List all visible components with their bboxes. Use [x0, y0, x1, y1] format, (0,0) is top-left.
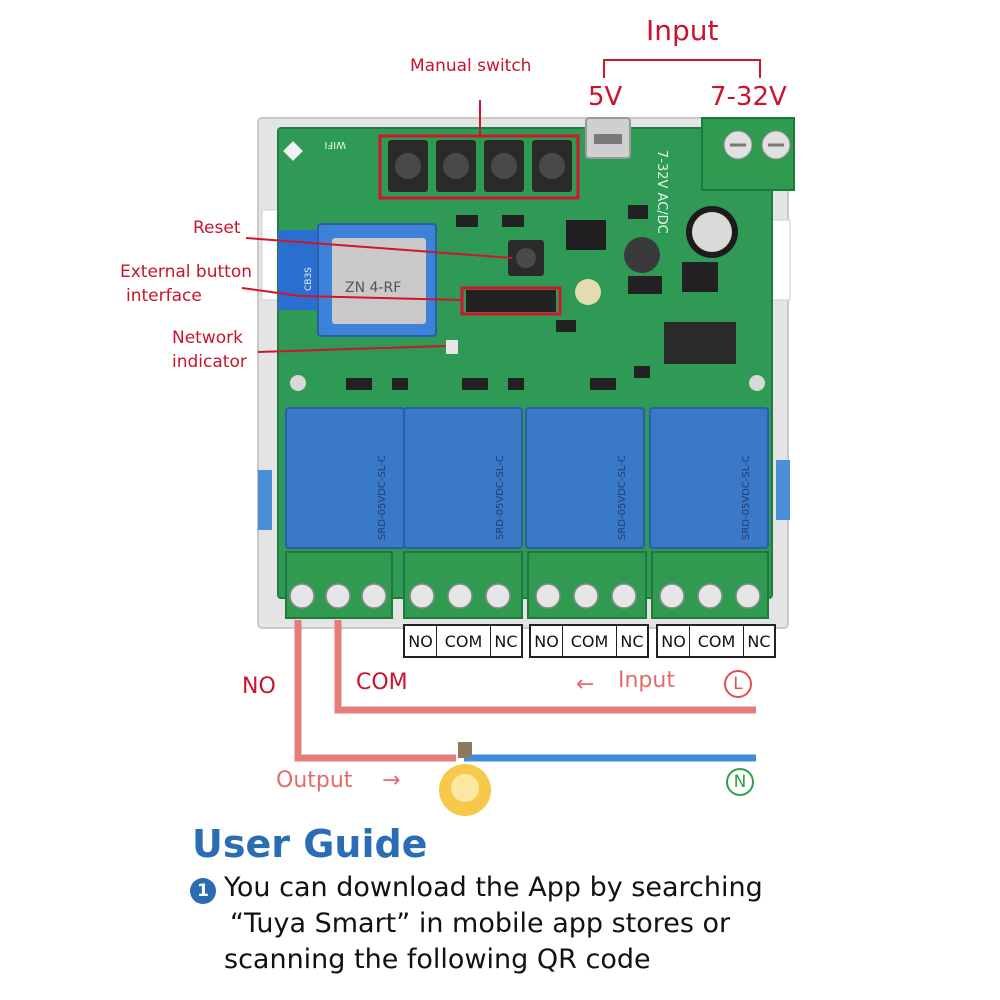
step-number-badge: 1: [190, 878, 216, 904]
relay-text: SRD-05VDC-SL-C: [377, 455, 388, 540]
nc-label: NC: [620, 631, 644, 651]
neutral-symbol-icon: N: [726, 768, 754, 796]
network-led: [446, 340, 458, 354]
relay-text: SRD-05VDC-SL-C: [741, 455, 752, 540]
input-arrow-icon: ←: [576, 672, 595, 697]
input-7-32v-label: 7-32V: [710, 82, 787, 112]
output-arrow-icon: →: [382, 768, 401, 793]
wiring: [294, 620, 756, 762]
user-guide-title: User Guide: [192, 822, 428, 866]
external-button-label-2: interface: [126, 286, 202, 306]
output-terminals: [285, 551, 769, 619]
relays: [285, 407, 769, 549]
no-label: NO: [405, 626, 437, 656]
terminal-labels-relay-4: NO COM NC: [656, 624, 776, 658]
wire-output-label: Output: [276, 768, 353, 793]
wire-input-label: Input: [618, 668, 675, 693]
manual-switch-buttons: [388, 140, 572, 192]
no-wire: [294, 620, 456, 762]
nc-label: NC: [494, 631, 518, 651]
com-wire: [334, 620, 756, 714]
wire-com-label: COM: [356, 670, 408, 695]
svg-text:7-32V AC/DC: 7-32V AC/DC: [654, 150, 669, 234]
terminal-labels-relay-2: NO COM NC: [403, 624, 523, 658]
input-title: Input: [646, 14, 719, 47]
guide-line-2: “Tuya Smart” in mobile app stores or: [230, 908, 731, 939]
wifi-silkscreen: WIFI: [324, 139, 346, 150]
terminal-labels-relay-3: NO COM NC: [529, 624, 649, 658]
guide-line-3: scanning the following QR code: [224, 944, 651, 975]
svg-text:CB3S: CB3S: [304, 267, 314, 291]
no-label: NO: [658, 626, 690, 656]
callout-lines: [241, 59, 761, 353]
external-header: [466, 290, 556, 312]
relay-text: SRD-05VDC-SL-C: [617, 455, 628, 540]
com-label: COM: [563, 626, 617, 656]
com-label: COM: [690, 626, 744, 656]
bulb-icon: [439, 742, 491, 816]
guide-line-1: You can download the App by searching: [224, 872, 763, 903]
svg-text:ZN 4-RF: ZN 4-RF: [345, 280, 401, 296]
wire-no-label: NO: [242, 674, 276, 699]
external-header-highlight: [460, 286, 562, 316]
relay-text: SRD-05VDC-SL-C: [495, 455, 506, 540]
input-5v-label: 5V: [588, 82, 623, 112]
network-indicator-label: Network: [172, 328, 243, 348]
nc-label: NC: [747, 631, 771, 651]
manual-switch-label: Manual switch: [410, 56, 532, 76]
no-label: NO: [531, 626, 563, 656]
network-indicator-label-2: indicator: [172, 352, 247, 372]
reset-label: Reset: [193, 218, 241, 238]
external-button-label: External button: [120, 262, 253, 282]
com-label: COM: [437, 626, 491, 656]
live-symbol-icon: L: [724, 670, 752, 698]
